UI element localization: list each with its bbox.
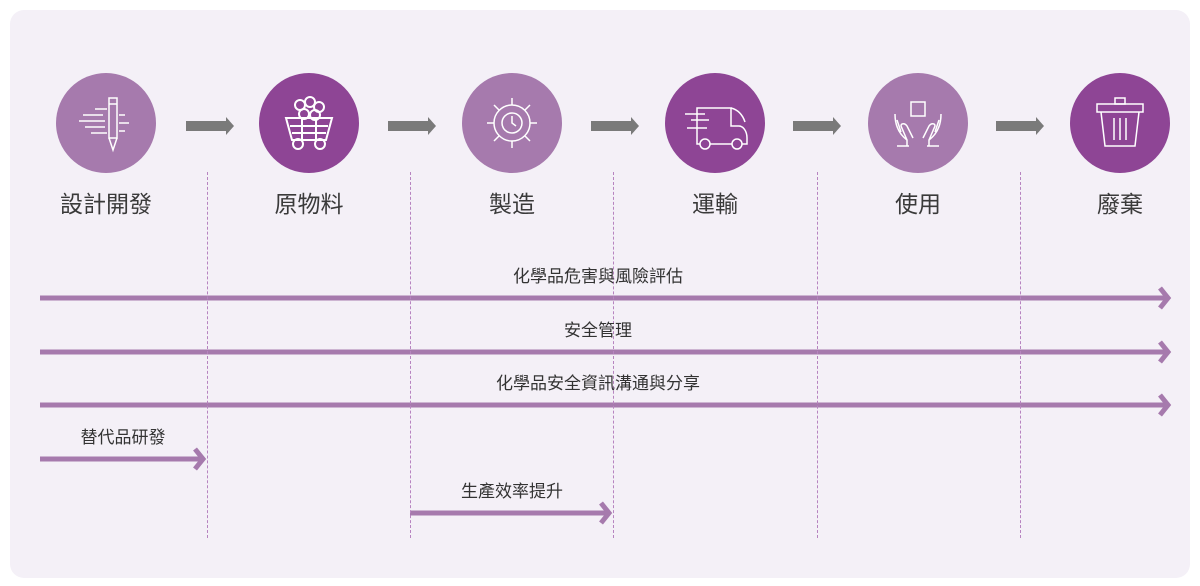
step-raw-material: 原物料 <box>249 73 369 219</box>
step-manufacturing: 製造 <box>452 73 572 219</box>
hands-box-icon <box>868 73 968 173</box>
stage-divider <box>410 172 411 538</box>
gear-icon <box>462 73 562 173</box>
step-design: 設計開發 <box>46 73 166 219</box>
bar-label-safety: 安全管理 <box>564 321 632 341</box>
step-label: 設計開發 <box>60 192 152 218</box>
bar-arrow-risk <box>40 286 1172 310</box>
stage-divider <box>207 172 208 538</box>
bar-arrow-communication <box>40 393 1172 417</box>
stage-divider <box>613 172 614 538</box>
bar-label-substitute: 替代品研發 <box>80 428 166 448</box>
step-use: 使用 <box>858 73 978 219</box>
mine-cart-icon <box>259 73 359 173</box>
flow-arrow <box>996 117 1044 135</box>
bar-arrow-safety <box>40 340 1172 364</box>
step-label: 廢棄 <box>1097 192 1143 218</box>
step-disposal: 廢棄 <box>1060 73 1180 219</box>
bar-label-efficiency: 生產效率提升 <box>461 482 563 502</box>
flow-arrow <box>793 117 841 135</box>
flow-arrow <box>591 117 639 135</box>
stage-divider <box>817 172 818 538</box>
bar-arrow-efficiency <box>410 501 613 525</box>
step-label: 運輸 <box>692 192 738 218</box>
flow-arrow <box>186 117 234 135</box>
truck-icon <box>665 73 765 173</box>
stage-divider <box>1020 172 1021 538</box>
bar-arrow-substitute <box>40 447 207 471</box>
lifecycle-panel <box>10 10 1190 578</box>
pencil-design-icon <box>56 73 156 173</box>
step-transport: 運輸 <box>655 73 775 219</box>
step-label: 原物料 <box>274 192 344 218</box>
step-label: 製造 <box>489 192 535 218</box>
trash-icon <box>1070 73 1170 173</box>
step-label: 使用 <box>895 192 941 218</box>
flow-arrow <box>388 117 436 135</box>
bar-label-communication: 化學品安全資訊溝通與分享 <box>496 374 700 394</box>
bar-label-risk: 化學品危害與風險評估 <box>513 267 683 287</box>
